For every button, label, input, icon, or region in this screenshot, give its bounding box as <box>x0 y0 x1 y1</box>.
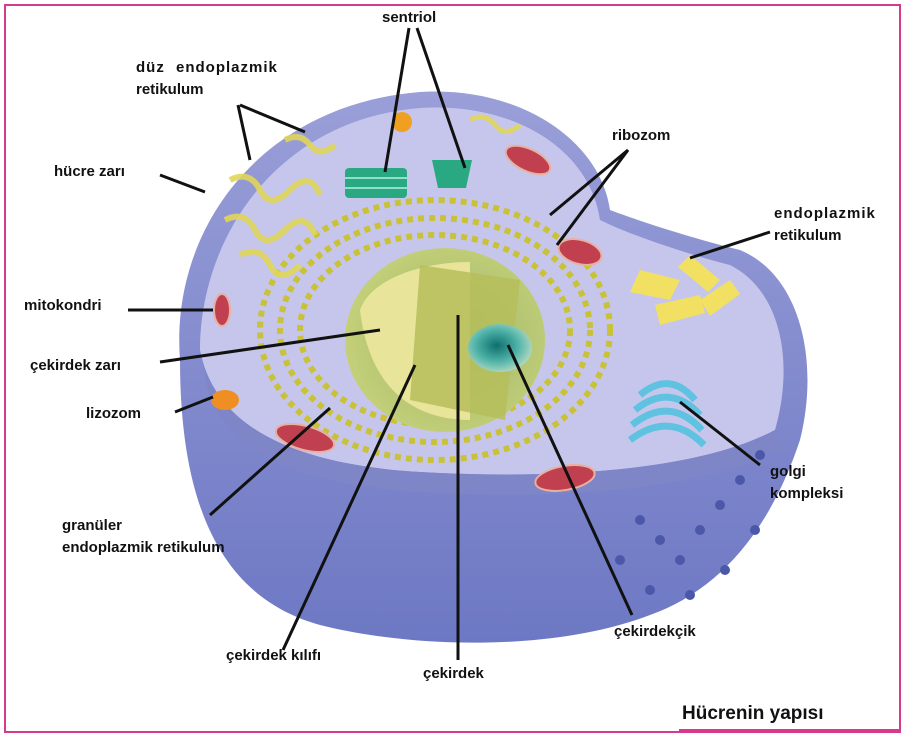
figure-caption: Hücrenin yapısı <box>682 704 824 724</box>
label-lizozom: lizozom <box>86 404 141 424</box>
label-er-line1: endoplazmik <box>774 204 876 224</box>
label-granuler-line1: granüler <box>62 516 122 536</box>
label-cekirdekcik: çekirdekçik <box>614 622 696 642</box>
label-duz-er-line1: düz endoplazmik <box>136 58 278 78</box>
label-golgi-line1: golgi <box>770 462 806 482</box>
label-granuler-line2: endoplazmik retikulum <box>62 538 225 558</box>
label-er-line2: retikulum <box>774 226 842 246</box>
lysosome <box>211 390 239 410</box>
label-cekirdek-zari: çekirdek zarı <box>30 356 121 376</box>
label-mitokondri: mitokondri <box>24 296 102 316</box>
label-cekirdek: çekirdek <box>423 664 484 684</box>
label-ribozom: ribozom <box>612 126 670 146</box>
label-duz-er-line2: retikulum <box>136 80 204 100</box>
label-hucre-zari: hücre zarı <box>54 162 125 182</box>
nucleus <box>345 248 545 432</box>
label-cekirdek-kilifi: çekirdek kılıfı <box>226 646 321 666</box>
label-sentriol: sentriol <box>382 8 436 28</box>
label-golgi-line2: kompleksi <box>770 484 843 504</box>
